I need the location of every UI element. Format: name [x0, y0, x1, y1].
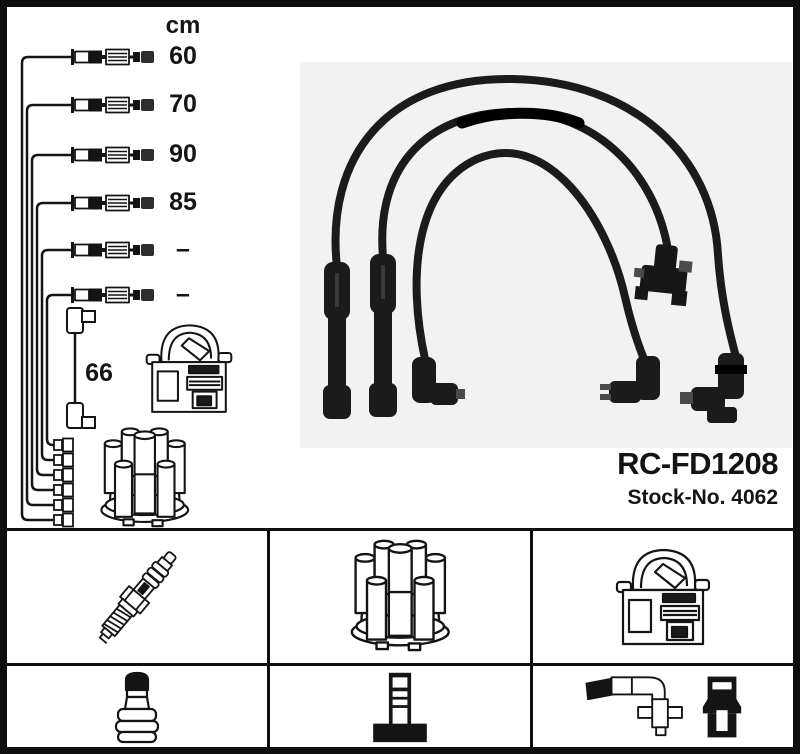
photo-cable-sleeve: [456, 107, 585, 129]
coil-cable-length: 66: [85, 359, 113, 387]
ignition-coil-drawing: [145, 324, 233, 413]
legend-cell-distributor-cap: [270, 531, 530, 663]
part-identification: RC-FD1208 Stock-No. 4062: [617, 446, 778, 510]
legend-cell-plug-boot: [7, 666, 267, 747]
length-unit-header: cm: [165, 12, 201, 39]
coil-tower-terminal-icon: [373, 672, 427, 742]
plug-connector-icon: [585, 675, 683, 736]
spark-plug-icon: [90, 544, 184, 649]
coil-cable-drawing: [66, 307, 96, 429]
cable-length-3: 90: [169, 140, 197, 168]
part-number: RC-FD1208: [617, 446, 778, 481]
photo-right-connector: [680, 353, 747, 423]
cable-row-drawings: [70, 48, 155, 304]
cable-length-schematic: [20, 48, 233, 528]
main-area: cm 60 70 90 85 – – 66 RC-FD1208 Stock-No…: [7, 7, 793, 528]
distributor-terminals: [53, 437, 74, 528]
cable-length-4: 85: [169, 188, 197, 216]
legend-cell-connectors: [533, 666, 793, 747]
legend-cell-terminal: [270, 666, 530, 747]
cable-length-6: –: [176, 280, 190, 308]
photo-hanging-connector: [633, 244, 693, 307]
legend-cell-spark-plug: [7, 531, 267, 663]
cable-length-2: 70: [169, 90, 197, 118]
photo-plug-boot-left: [323, 262, 351, 419]
plug-boot-icon: [114, 671, 160, 743]
photo-plug-boot-middle: [369, 254, 397, 417]
product-photo: [300, 62, 792, 448]
coil-connector-icon: [702, 676, 742, 737]
distributor-cap-drawing: [100, 427, 190, 528]
cable-length-5: –: [176, 235, 190, 263]
legend-cell-ignition-coil: [533, 531, 793, 663]
ignition-coil-icon: [615, 548, 711, 646]
stock-number: Stock-No. 4062: [627, 485, 778, 509]
distributor-cap-icon: [350, 539, 450, 652]
cable-length-1: 60: [169, 42, 197, 70]
component-legend-grid: [7, 528, 793, 747]
wiring-diagram-canvas: [20, 48, 792, 528]
photo-elbow-boot: [412, 357, 465, 405]
harness-wires: [20, 55, 72, 522]
photo-elbow-connector: [600, 356, 660, 403]
